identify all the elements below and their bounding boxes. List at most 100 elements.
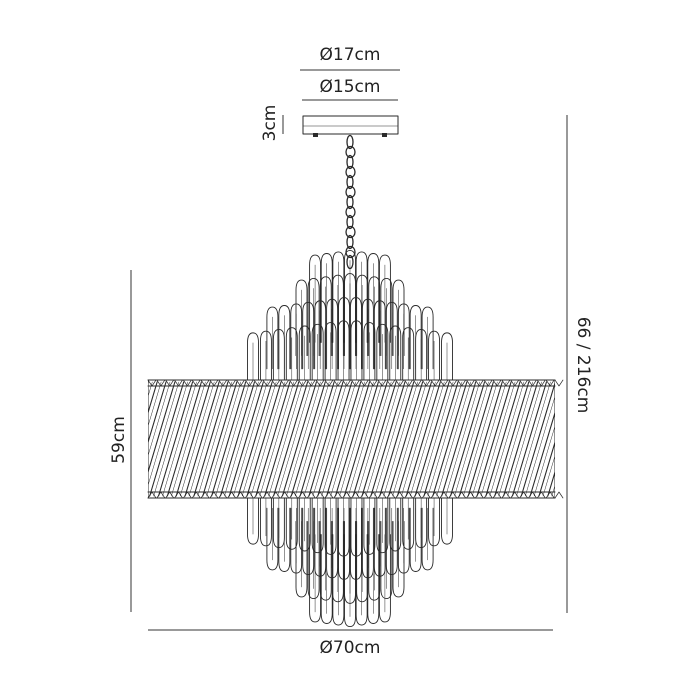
band-slat [379, 381, 415, 497]
crystal-fin [380, 277, 393, 357]
band-slat [79, 382, 113, 496]
band-slat-edge [295, 381, 330, 497]
band-rim-tooth [191, 491, 201, 499]
crystal-fin [355, 534, 368, 626]
band-slat-edge [516, 381, 551, 497]
chain-link [345, 145, 356, 159]
band-slat [547, 470, 555, 497]
band-slat [441, 381, 477, 497]
band-slat [343, 381, 379, 497]
band-rim-tooth [545, 379, 555, 387]
crystal-fin [320, 253, 333, 343]
crystal-fin [441, 332, 453, 383]
chain-link [346, 194, 354, 210]
band-slat [467, 381, 503, 497]
band-rim-tooth [165, 379, 175, 387]
band-slat [175, 381, 211, 497]
band-rim-tooth [209, 491, 219, 499]
band-slat [529, 410, 555, 497]
band-slat [432, 381, 468, 497]
band-slat [538, 440, 555, 497]
band-slat [370, 381, 406, 497]
band-slat-edge [321, 381, 357, 497]
band-rim-tooth [342, 491, 352, 499]
band-slat [299, 381, 335, 497]
band-slat [494, 381, 530, 497]
band-rim-tooth [289, 491, 298, 499]
band-slat-edge [215, 381, 250, 497]
band-slat-edge [401, 381, 436, 497]
band-rim-tooth [174, 491, 183, 499]
band-rim-tooth [147, 491, 157, 499]
band-slat-edge [179, 381, 215, 497]
crystal-fin [311, 323, 324, 383]
band-rim-tooth [315, 491, 325, 499]
band-rim-tooth [483, 491, 493, 499]
crystal-fin [376, 494, 389, 554]
band-slat [290, 381, 326, 497]
overall-height-label: 66 / 216cm [573, 317, 593, 414]
crystal-fin [344, 534, 356, 628]
crystal-fin [421, 507, 434, 571]
band-slat-edge [197, 381, 233, 497]
lower-crystal-fins [247, 494, 453, 628]
band-rim-tooth [386, 491, 396, 499]
crystal-fin [259, 494, 272, 547]
band-slat-edge [259, 381, 295, 497]
crystal-fin [309, 534, 322, 623]
crystal-fin [367, 534, 380, 624]
band-slat [281, 381, 317, 497]
band-rim-tooth [191, 379, 201, 387]
band-rim-tooth [280, 491, 290, 499]
band-rim-tooth [174, 379, 183, 387]
band-slat-edge [463, 381, 498, 497]
band-slat-edge [410, 381, 445, 497]
band-slat [361, 381, 397, 497]
crystal-fin [332, 534, 345, 626]
band-rim-tooth [298, 379, 307, 387]
crystal-fin [285, 327, 298, 383]
chain-link [345, 185, 356, 199]
crystal-fin [259, 330, 272, 383]
band-slat-edge [268, 381, 303, 497]
band-slat [388, 381, 424, 497]
band-rim-tooth [324, 491, 334, 499]
band-rim-tooth [236, 491, 245, 499]
band-slat-edge [356, 381, 392, 497]
crystal-fin [278, 305, 291, 370]
crystal-fin [311, 494, 324, 554]
crystal-fin [409, 507, 422, 572]
chain-link [345, 165, 356, 179]
band-rim-tooth [156, 379, 166, 387]
chain-link [346, 214, 354, 230]
band-slat [237, 381, 273, 497]
band-rim-tooth [262, 379, 272, 387]
band-rim-tooth [147, 379, 157, 387]
band-slat [334, 381, 371, 497]
band-rim-tooth [280, 379, 290, 387]
band-slat-edge [171, 381, 206, 497]
band-slat [511, 381, 548, 497]
band-rim-tooth [448, 379, 458, 387]
crystal-fin [247, 494, 259, 545]
band-rim-tooth [421, 491, 431, 499]
band-rim-tooth [475, 379, 484, 387]
band-slat [148, 381, 176, 474]
band-rim-tooth [554, 379, 564, 387]
crystal-fin [332, 251, 345, 343]
band-rim-tooth [306, 379, 316, 387]
band-rim-tooth [492, 491, 502, 499]
band-rim-tooth [218, 379, 228, 387]
crystal-fin [392, 279, 405, 357]
crystal-fin [380, 520, 393, 600]
crystal-fin [378, 534, 391, 623]
band-slat-edge [383, 381, 418, 497]
band-slat [326, 381, 362, 497]
band-rim-tooth [528, 491, 537, 499]
band-rim-tooth [271, 379, 281, 387]
band-rim-tooth [430, 491, 440, 499]
band-rim-tooth [519, 491, 528, 499]
band-slat [458, 381, 494, 497]
band-slat [157, 381, 194, 497]
chain-link [346, 154, 354, 170]
